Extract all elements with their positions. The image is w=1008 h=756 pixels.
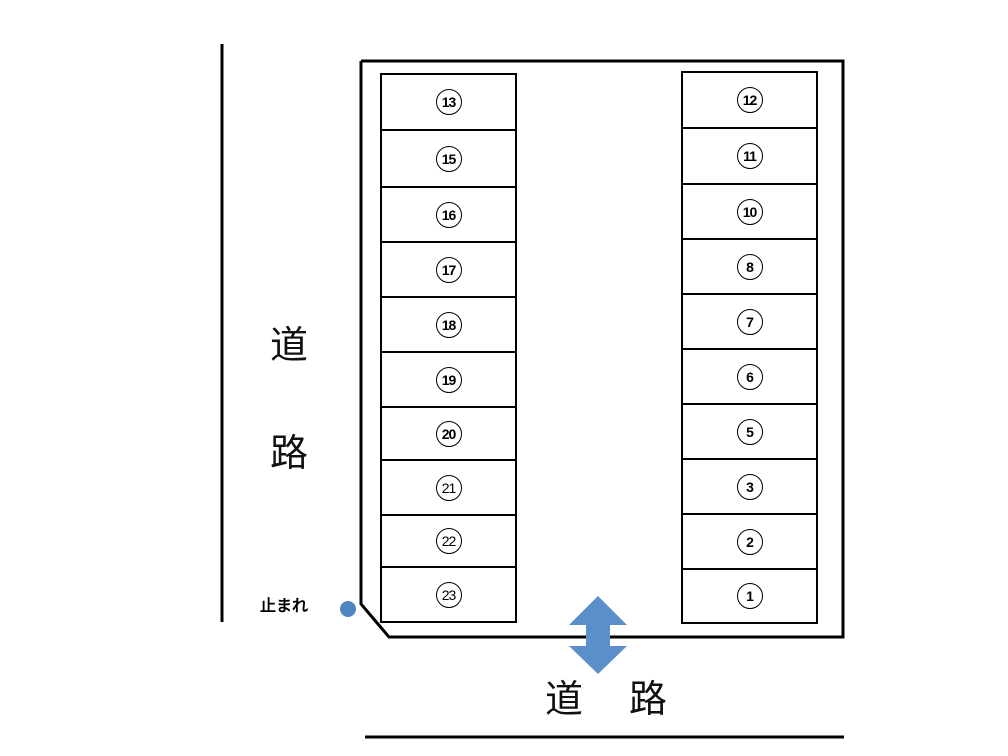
parking-space: 16 bbox=[380, 186, 517, 243]
parking-space: 6 bbox=[681, 348, 818, 405]
parking-space: 15 bbox=[380, 129, 517, 188]
space-number: 16 bbox=[435, 201, 462, 228]
parking-space: 3 bbox=[681, 458, 818, 515]
space-number: 18 bbox=[435, 311, 462, 338]
parking-space: 20 bbox=[380, 406, 517, 461]
space-number: 10 bbox=[736, 198, 763, 225]
space-number: 13 bbox=[435, 89, 462, 115]
space-number: 20 bbox=[435, 420, 462, 447]
parking-space: 10 bbox=[681, 183, 818, 240]
entrance-double-arrow-icon bbox=[569, 596, 627, 674]
space-number: 21 bbox=[435, 474, 462, 501]
road-label-left-1: 道 bbox=[270, 323, 309, 367]
parking-space: 7 bbox=[681, 293, 818, 350]
parking-space: 2 bbox=[681, 513, 818, 570]
space-number: 22 bbox=[435, 528, 462, 554]
parking-space: 11 bbox=[681, 127, 818, 185]
lot-boundary bbox=[359, 59, 845, 639]
parking-space: 1 bbox=[681, 568, 818, 624]
space-number: 15 bbox=[435, 145, 462, 172]
parking-space: 5 bbox=[681, 403, 818, 460]
space-number: 12 bbox=[736, 87, 763, 113]
space-number: 3 bbox=[736, 473, 763, 500]
road-label-bottom-2: 路 bbox=[629, 677, 668, 721]
space-number: 17 bbox=[435, 256, 462, 283]
road-label-bottom-1: 道 bbox=[545, 677, 584, 721]
space-number: 6 bbox=[736, 363, 763, 390]
parking-space: 23 bbox=[380, 566, 517, 623]
space-number: 11 bbox=[736, 143, 763, 169]
stop-point-dot bbox=[340, 601, 356, 617]
parking-space: 8 bbox=[681, 238, 818, 295]
space-number: 8 bbox=[736, 253, 763, 280]
space-number: 1 bbox=[736, 583, 763, 609]
stop-label: 止まれ bbox=[260, 596, 309, 615]
parking-space: 18 bbox=[380, 296, 517, 353]
space-number: 19 bbox=[435, 366, 462, 393]
parking-space: 21 bbox=[380, 459, 517, 516]
parking-space: 12 bbox=[681, 71, 818, 129]
space-number: 2 bbox=[736, 528, 763, 555]
parking-space: 19 bbox=[380, 351, 517, 408]
space-number: 23 bbox=[435, 581, 462, 608]
parking-space: 13 bbox=[380, 73, 517, 131]
space-number: 7 bbox=[736, 308, 763, 335]
road-label-left-2: 路 bbox=[270, 431, 309, 475]
space-number: 5 bbox=[736, 418, 763, 445]
parking-space: 22 bbox=[380, 514, 517, 568]
parking-space: 17 bbox=[380, 241, 517, 298]
